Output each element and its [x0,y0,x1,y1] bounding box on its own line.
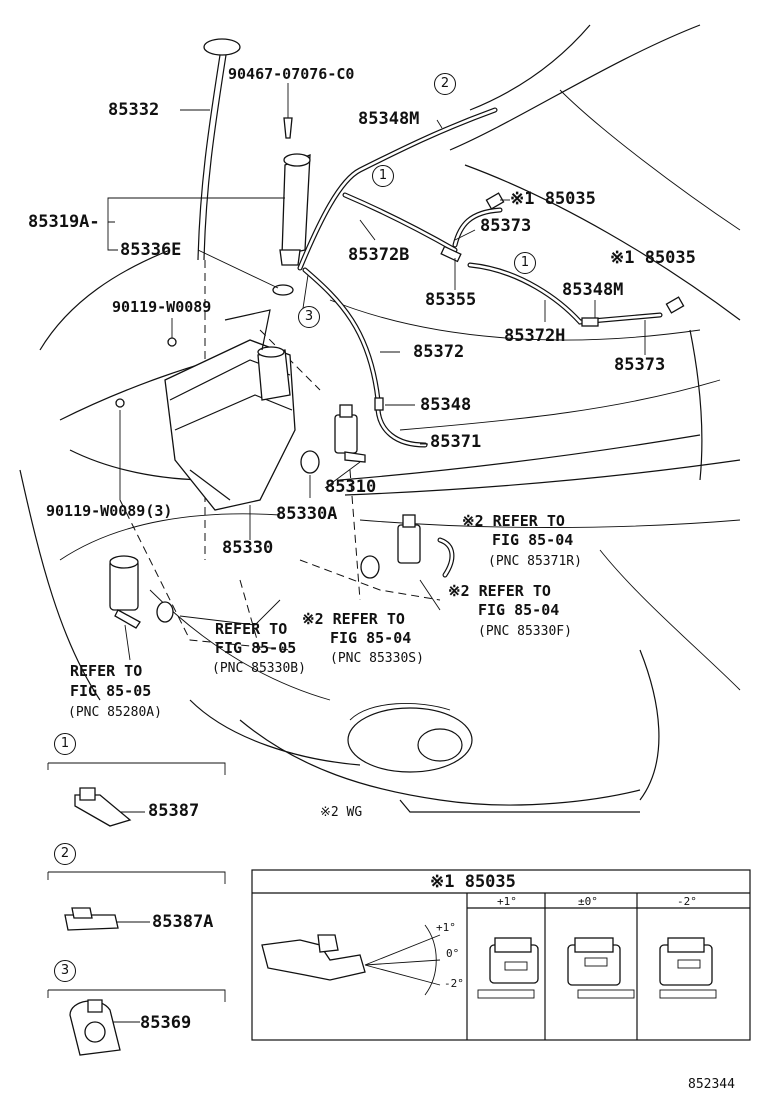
nozzle-adjustment-inset [251,869,751,1041]
filler-assembly [197,38,311,296]
callout-3: 3 [54,960,76,982]
part-85035: ※1 85035 [510,189,596,209]
ref-85330F-line3: (PNC 85330F) [478,624,572,639]
ref-85330B-line2: FIG 85-05 [215,639,297,657]
ref-85280A-line2: FIG 85-05 [70,682,152,700]
clip-icons [47,762,226,1056]
part-85387: 85387 [148,801,200,821]
part-85387A: 85387A [152,912,214,932]
part-90119-qty3: 90119-W0089(3) [46,502,173,520]
inset-angle-plus: +1° [436,921,456,934]
inset-col-zero: ±0° [578,895,598,908]
label-leaders [100,83,646,1023]
part-85332: 85332 [108,100,160,120]
part-85035: ※1 85035 [610,248,696,268]
ref-85280A-line1: REFER TO [70,662,143,680]
part-85330: 85330 [222,538,274,558]
part-85369: 85369 [140,1013,192,1033]
part-85372B: 85372B [348,245,410,265]
callout-1: 1 [372,165,394,187]
part-85348M: 85348M [562,280,624,300]
ref-85330S-line2: FIG 85-04 [330,629,412,647]
part-85319A: 85319A- [28,212,100,232]
callout-2: 2 [434,73,456,95]
part-90119: 90119-W0089 [112,298,212,316]
part-85373: 85373 [614,355,666,375]
ref-85371R-line1: ※2 REFER TO [462,512,565,530]
note-wg: ※2 WG [320,805,363,820]
inset-angle-zero: 0° [446,947,460,960]
ref-85330S-line1: ※2 REFER TO [302,610,405,628]
inset-col-minus2: -2° [677,895,697,908]
ref-85371R-line2: FIG 85-04 [492,531,574,549]
callout-1: 1 [54,733,76,755]
part-85310: 85310 [325,477,377,497]
inset-angle-minus: -2° [444,977,464,990]
inset-col-plus1: +1° [497,895,517,908]
part-85355: 85355 [425,290,477,310]
part-85348M: 85348M [358,109,420,129]
callout-3: 3 [298,306,320,328]
part-90467: 90467-07076-C0 [228,65,355,83]
part-85371: 85371 [430,432,482,452]
callout-1: 1 [514,252,536,274]
ref-85330B-line1: REFER TO [215,620,288,638]
figure-number: 852344 [688,1077,735,1092]
pumps [109,404,421,629]
ref-85330F-line2: FIG 85-04 [478,601,560,619]
ref-85330B-line3: (PNC 85330B) [212,661,306,676]
part-85336E: 85336E [120,240,182,260]
ref-85280A-line3: (PNC 85280A) [68,705,162,720]
part-85330A: 85330A [276,504,338,524]
part-85372: 85372 [413,342,465,362]
ref-85371R-line3: (PNC 85371R) [488,554,582,569]
inset-title: ※1 85035 [430,872,516,892]
washer-tank [115,309,296,511]
ref-85330F-line1: ※2 REFER TO [448,582,551,600]
callout-2: 2 [54,843,76,865]
part-85348: 85348 [420,395,472,415]
ref-85330S-line3: (PNC 85330S) [330,651,424,666]
hoses [297,107,685,578]
part-85372H: 85372H [504,326,566,346]
part-85373: 85373 [480,216,532,236]
